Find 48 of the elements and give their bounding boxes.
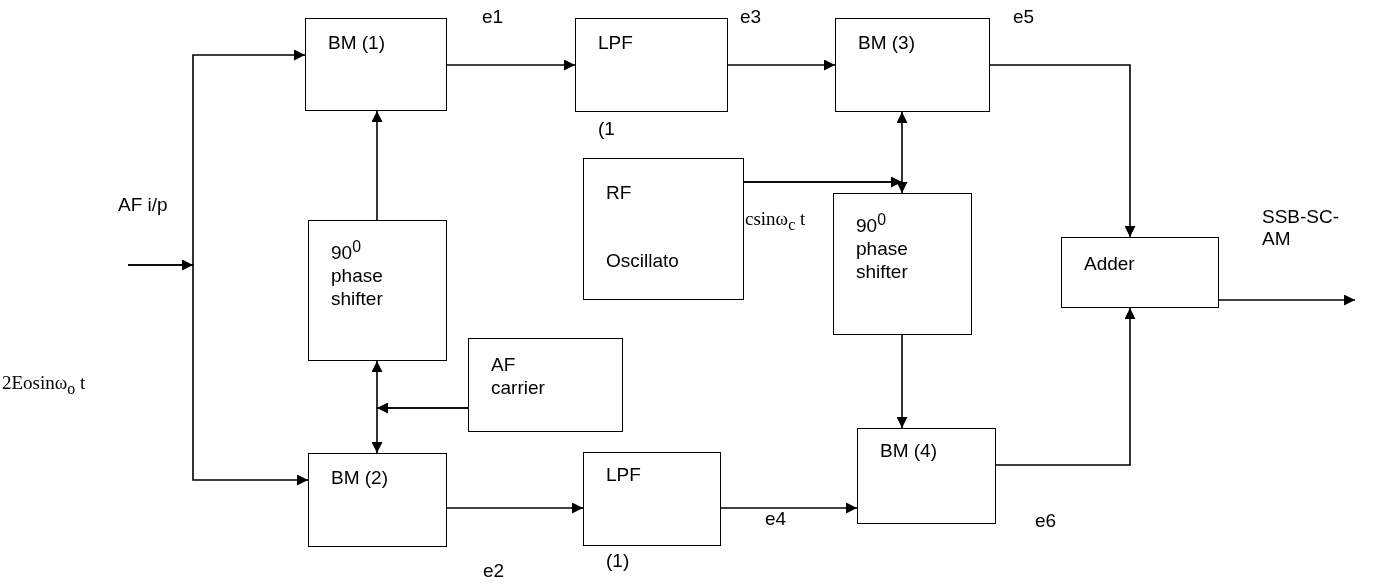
arrow xyxy=(446,502,584,514)
block-label: 90$^{0}$ phase shifter xyxy=(331,237,384,311)
arrow xyxy=(371,110,383,221)
signal-formula: csinω$_{c}$ t xyxy=(745,208,806,235)
arrow xyxy=(989,64,1136,238)
modulator-box xyxy=(857,428,996,524)
block-label: BM (1) xyxy=(328,31,385,54)
block-label: LPF xyxy=(598,31,633,54)
block-label: (1 xyxy=(598,117,615,140)
block-label: 90$^{0}$ phase shifter xyxy=(856,210,909,284)
phase-shifter-box xyxy=(308,220,447,361)
signal-label: e5 xyxy=(1013,6,1035,28)
connector-trunk xyxy=(888,176,903,188)
arrow xyxy=(127,264,309,486)
arrow xyxy=(446,59,576,71)
modulator-box xyxy=(835,18,990,112)
block-label: RF xyxy=(606,181,632,204)
arrow xyxy=(727,59,836,71)
connector-trunk xyxy=(179,259,194,271)
carrier-box xyxy=(468,338,623,432)
arrow xyxy=(1218,294,1356,306)
signal-label: e2 xyxy=(483,560,505,582)
phase-shifter-box xyxy=(833,193,972,335)
modulator-box xyxy=(305,18,447,111)
signal-label: e6 xyxy=(1035,510,1057,532)
arrow xyxy=(896,334,908,429)
modulator-box xyxy=(308,453,447,547)
adder-box xyxy=(1061,237,1219,308)
arrow xyxy=(743,181,908,194)
arrow xyxy=(995,307,1136,466)
block-label: BM (3) xyxy=(858,31,915,54)
arrow xyxy=(371,407,469,454)
block-label: BM (4) xyxy=(880,439,937,462)
connector-trunk xyxy=(376,402,391,414)
signal-label: AF i/p xyxy=(118,194,168,216)
block-label: LPF xyxy=(606,463,641,486)
signal-formula: 2Eosinω$_{o}$ t xyxy=(2,372,86,399)
block-label: Adder xyxy=(1084,252,1135,275)
block-label: (1) xyxy=(606,549,630,572)
block-label: Oscillato xyxy=(606,249,679,272)
block-label: AF carrier xyxy=(491,353,546,399)
arrow xyxy=(720,502,858,514)
signal-label: e1 xyxy=(482,6,504,28)
block-label: BM (2) xyxy=(331,466,388,489)
oscillator-box xyxy=(583,158,744,300)
signal-label: e4 xyxy=(765,508,787,530)
signal-label: SSB-SC- AM xyxy=(1262,206,1341,250)
signal-label: e3 xyxy=(740,6,762,28)
